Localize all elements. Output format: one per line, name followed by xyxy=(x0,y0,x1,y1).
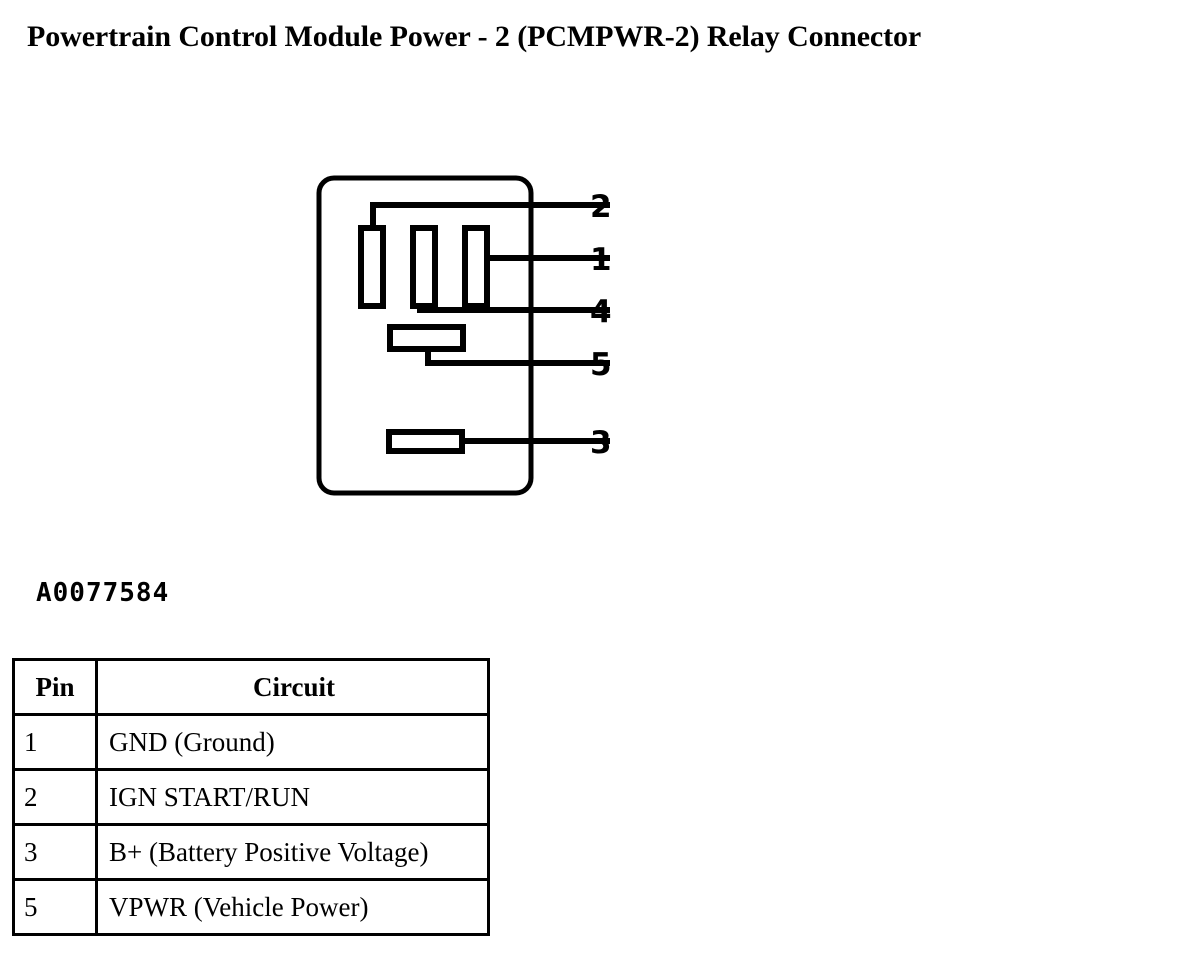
figure-id-label: A0077584 xyxy=(36,578,170,608)
column-header-circuit: Circuit xyxy=(95,658,490,716)
pin-label-1: 1 xyxy=(590,242,612,278)
cell-pin: 1 xyxy=(12,713,98,771)
cell-pin: 5 xyxy=(12,878,98,936)
cell-pin: 2 xyxy=(12,768,98,826)
pin-label-4: 4 xyxy=(590,294,612,330)
connector-body-outline xyxy=(316,175,534,496)
relay-connector-diagram: 2 1 4 5 3 xyxy=(300,160,640,510)
leader-line-pin-5 xyxy=(425,348,610,366)
terminal-blade-2 xyxy=(410,225,438,309)
cell-circuit: B+ (Battery Positive Voltage) xyxy=(95,823,490,881)
terminal-blade-3 xyxy=(462,225,490,309)
cell-circuit: IGN START/RUN xyxy=(95,768,490,826)
leader-line-pin-4 xyxy=(417,295,610,313)
terminal-blade-5 xyxy=(386,429,465,454)
terminal-blade-4 xyxy=(387,324,466,352)
table-header-row: Pin Circuit xyxy=(12,658,490,716)
pin-label-5: 5 xyxy=(590,347,612,383)
cell-circuit: VPWR (Vehicle Power) xyxy=(95,878,490,936)
pin-label-3: 3 xyxy=(590,425,612,461)
table-header: Pin Circuit xyxy=(12,658,490,716)
leader-line-pin-2 xyxy=(370,202,610,228)
page-title: Powertrain Control Module Power - 2 (PCM… xyxy=(27,20,922,53)
column-header-pin: Pin xyxy=(12,658,98,716)
terminal-blade-1 xyxy=(358,225,386,309)
pin-label-2: 2 xyxy=(590,189,612,225)
cell-pin: 3 xyxy=(12,823,98,881)
connector-svg: 2 1 4 5 3 xyxy=(316,175,612,496)
cell-circuit: GND (Ground) xyxy=(95,713,490,771)
